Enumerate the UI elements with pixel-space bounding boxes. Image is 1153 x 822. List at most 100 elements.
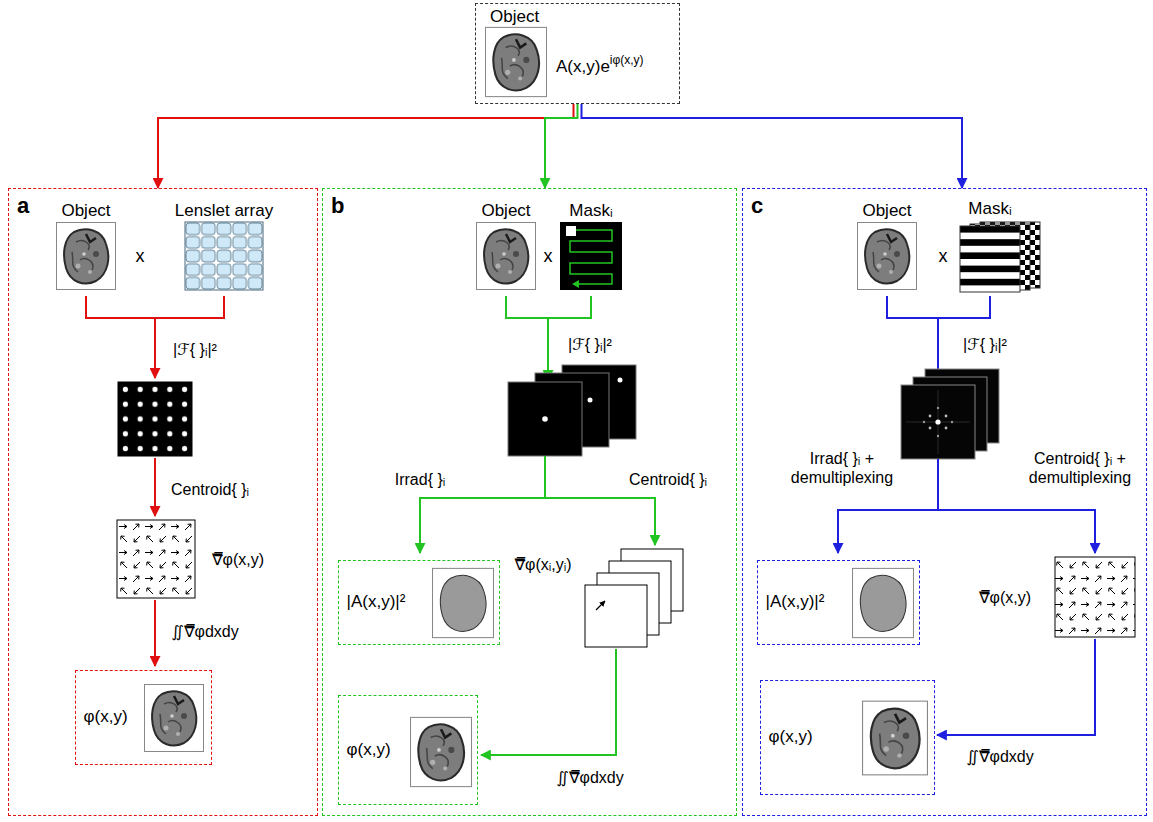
figure-label: ∬∇̿φdxdy [556, 768, 624, 787]
phase-thumbnail [411, 717, 472, 786]
amplitude-thumbnail [853, 568, 914, 637]
figure-label: Centroid{ }ᵢ [629, 470, 707, 489]
spot-frame [508, 382, 582, 456]
mask-aperture [566, 226, 576, 236]
object-label: Object [490, 7, 539, 27]
phase-thumbnail [145, 685, 204, 752]
speckle [935, 419, 940, 424]
result-label: |A(x,y)|² [347, 592, 406, 612]
figure-label: |ℱ{ }ᵢ|² [568, 335, 612, 354]
figure-label: ∬∇̿φdxdy [966, 747, 1034, 766]
result-box: φ(x,y) [338, 695, 478, 805]
figure-label: |ℱ{ }ᵢ|² [963, 335, 1007, 354]
spot [618, 378, 623, 383]
figure-label: Object [481, 201, 530, 221]
input-box: ObjectA(x,y)eiφ(x,y) [475, 3, 680, 104]
result-label: |A(x,y)|² [766, 592, 825, 612]
figure-label: Object [862, 201, 911, 221]
result-box: |A(x,y)|² [757, 560, 920, 645]
figure-label: x [136, 246, 145, 268]
scan-arrowhead [572, 280, 579, 288]
figure-label: x [544, 246, 553, 268]
panel-letter: a [17, 193, 29, 218]
field-formula: A(x,y)eiφ(x,y) [556, 54, 644, 77]
result-label: φ(x,y) [347, 740, 391, 760]
split-arrow [420, 456, 545, 553]
figure-label: ∇̿φ(x,y) [212, 550, 264, 569]
speckle [923, 421, 925, 423]
flow-connector [582, 104, 963, 188]
panel-c-art [838, 222, 1135, 775]
figure-label: ∇̿φ(x,y) [979, 588, 1031, 607]
result-box: |A(x,y)|² [338, 560, 500, 645]
method-panel: |A(x,y)|² φ(x,y) c [742, 188, 1147, 816]
amplitude-thumbnail [433, 568, 494, 637]
figure-label: ∬∇̿φdxdy [171, 622, 239, 641]
figure-label: Object [61, 201, 110, 221]
figure-label: Lenslet array [175, 201, 273, 221]
result-label: φ(x,y) [769, 727, 813, 747]
coded-mask [960, 226, 1020, 292]
flow-connector [158, 104, 574, 188]
object-thumbnail [858, 223, 917, 290]
panel-a-art [57, 222, 264, 752]
diffraction-frame [901, 385, 975, 459]
speckle [951, 421, 953, 423]
merge-bracket [887, 296, 990, 318]
figure-label: Irrad{ }ᵢ + demultiplexing [777, 449, 907, 487]
flow-arrow [154, 318, 156, 378]
flow-arrow [547, 318, 549, 380]
lenslet-array [185, 222, 263, 290]
figure-label: Maskᵢ [968, 199, 1011, 219]
flow-connector [545, 104, 578, 188]
gradient-field [1055, 557, 1135, 637]
object-thumbnail [57, 223, 116, 290]
figure-label: ∇̿φ(xᵢ,yᵢ) [514, 555, 571, 574]
speckle [929, 427, 932, 430]
speckle [937, 435, 939, 437]
split-arrow [938, 510, 1095, 553]
formula-base: A(x,y)e [556, 57, 610, 76]
result-label: φ(x,y) [84, 707, 128, 727]
formula-exponent: iφ(x,y) [610, 53, 644, 67]
method-panel: |A(x,y)|² φ(x,y) b [322, 188, 737, 816]
scan-path [570, 230, 612, 284]
merge-bracket [506, 296, 591, 318]
figure-label: Irrad{ }ᵢ [395, 470, 446, 489]
object-thumbnail [486, 27, 547, 96]
result-box: φ(x,y) [760, 680, 935, 795]
object-thumbnail [477, 223, 536, 290]
phase-thumbnail [863, 701, 928, 775]
figure-label: Centroid{ }ᵢ [171, 480, 249, 499]
spot [588, 398, 593, 403]
speckle [945, 415, 948, 418]
spot [542, 416, 548, 422]
method-panel: φ(x,y) a [8, 188, 318, 816]
speckle [937, 407, 939, 409]
integration-arrow [937, 639, 1095, 735]
figure-label: Maskᵢ [569, 201, 612, 221]
spot-pattern [118, 382, 192, 456]
diffraction-streak [906, 390, 970, 454]
speckle [945, 427, 948, 430]
figure-label: x [939, 246, 948, 268]
gradient-vector [596, 601, 605, 610]
panel-letter: c [751, 193, 763, 218]
flow-arrow [154, 600, 156, 666]
figure-label: |ℱ{ }ᵢ|² [173, 340, 217, 359]
flow-arrow [154, 458, 156, 516]
panel-letter: b [331, 193, 344, 218]
split-arrow [545, 498, 655, 545]
gradient-field [117, 520, 195, 598]
panel-b-art [411, 222, 683, 787]
gradient-frame [585, 585, 647, 647]
result-box: φ(x,y) [75, 670, 212, 765]
speckle [929, 415, 932, 418]
integration-arrow [481, 649, 616, 755]
scanning-mask [560, 222, 622, 290]
merge-bracket [86, 296, 224, 318]
figure-label: Centroid{ }ᵢ + demultiplexing [1019, 449, 1141, 487]
